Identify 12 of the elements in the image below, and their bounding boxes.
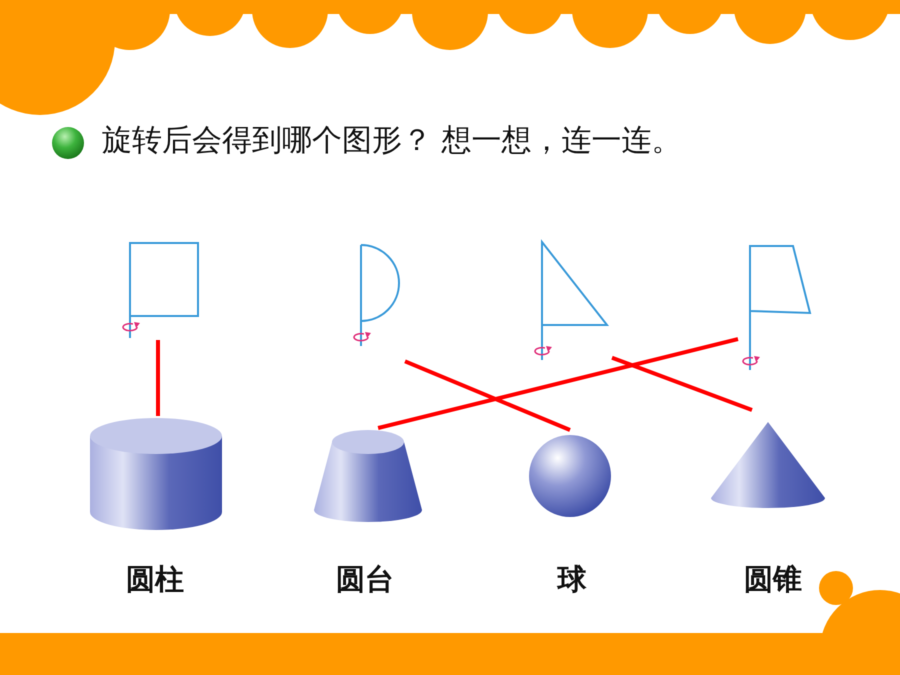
solid-name: 球 [558,561,586,598]
solid-name: 圆柱 [126,561,184,598]
sphere-drawing [528,433,612,519]
solid-name: 圆锥 [744,561,802,598]
connecting-line [156,340,160,416]
connecting-line [404,359,571,432]
frustum-drawing [312,428,424,524]
connecting-line [611,356,753,412]
cylinder-drawing [88,416,224,532]
connecting-line [378,337,738,430]
solid-name: 圆台 [336,561,394,598]
title: 旋转后会得到哪个图形？ 想一想，连一连。 [102,122,682,160]
